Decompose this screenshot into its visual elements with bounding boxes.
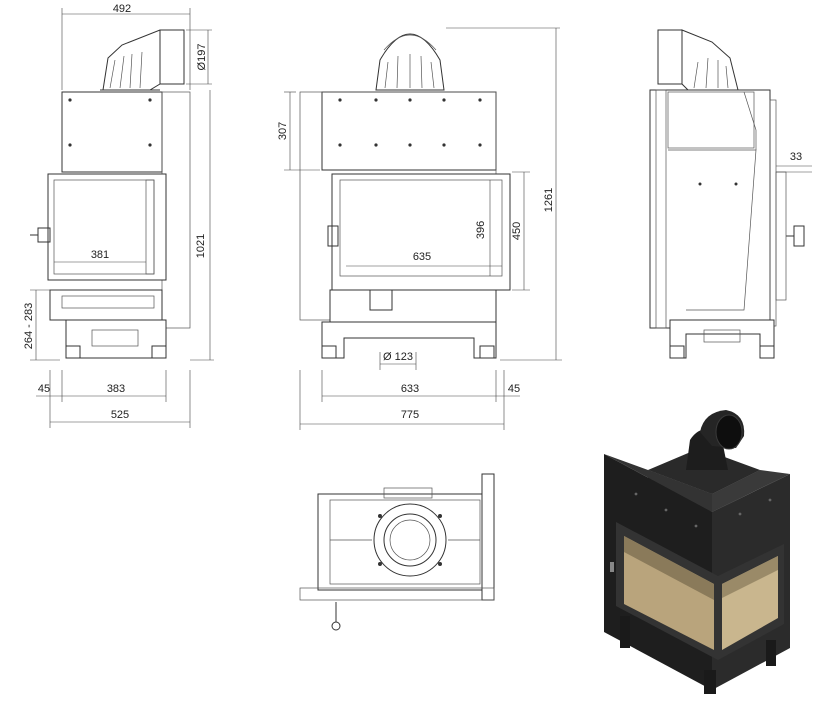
flue-elbow [100,29,185,91]
top-view [299,473,495,631]
dim-inner-width: 383 [107,383,125,395]
dim-inner-width: 633 [401,383,419,395]
right-flue [657,29,739,91]
dim-glass-width: 635 [413,251,431,263]
front-view: 307 635 396 450 1261 Ø 123 6 [277,27,562,430]
front-top-casing [321,91,497,171]
side-door [30,173,167,281]
side-view: 492 Ø197 381 [23,3,214,428]
dim-base-height: 264 - 283 [23,303,35,349]
right-view: 33 [649,29,812,359]
dim-glass-width: 381 [91,249,109,261]
front-door [327,173,511,291]
top-casing [61,91,163,173]
dim-total-width: 525 [111,409,129,421]
dim-right-offset: 45 [508,383,520,395]
dim-offset: 33 [790,151,802,163]
dim-total-width: 775 [401,409,419,421]
dim-glass-height: 396 [475,221,487,239]
flue-dome [375,33,445,91]
dim-total-height: 1261 [543,188,555,212]
dim-air-inlet: Ø 123 [383,351,413,363]
insert-3d-render [604,410,790,694]
dim-top-width: 492 [113,3,131,15]
dim-left-offset: 45 [38,383,50,395]
dim-top-panel: 307 [277,122,289,140]
dim-height: 1021 [195,234,207,258]
dim-flue-diameter: Ø197 [196,44,208,71]
dim-door-height: 450 [511,222,523,240]
